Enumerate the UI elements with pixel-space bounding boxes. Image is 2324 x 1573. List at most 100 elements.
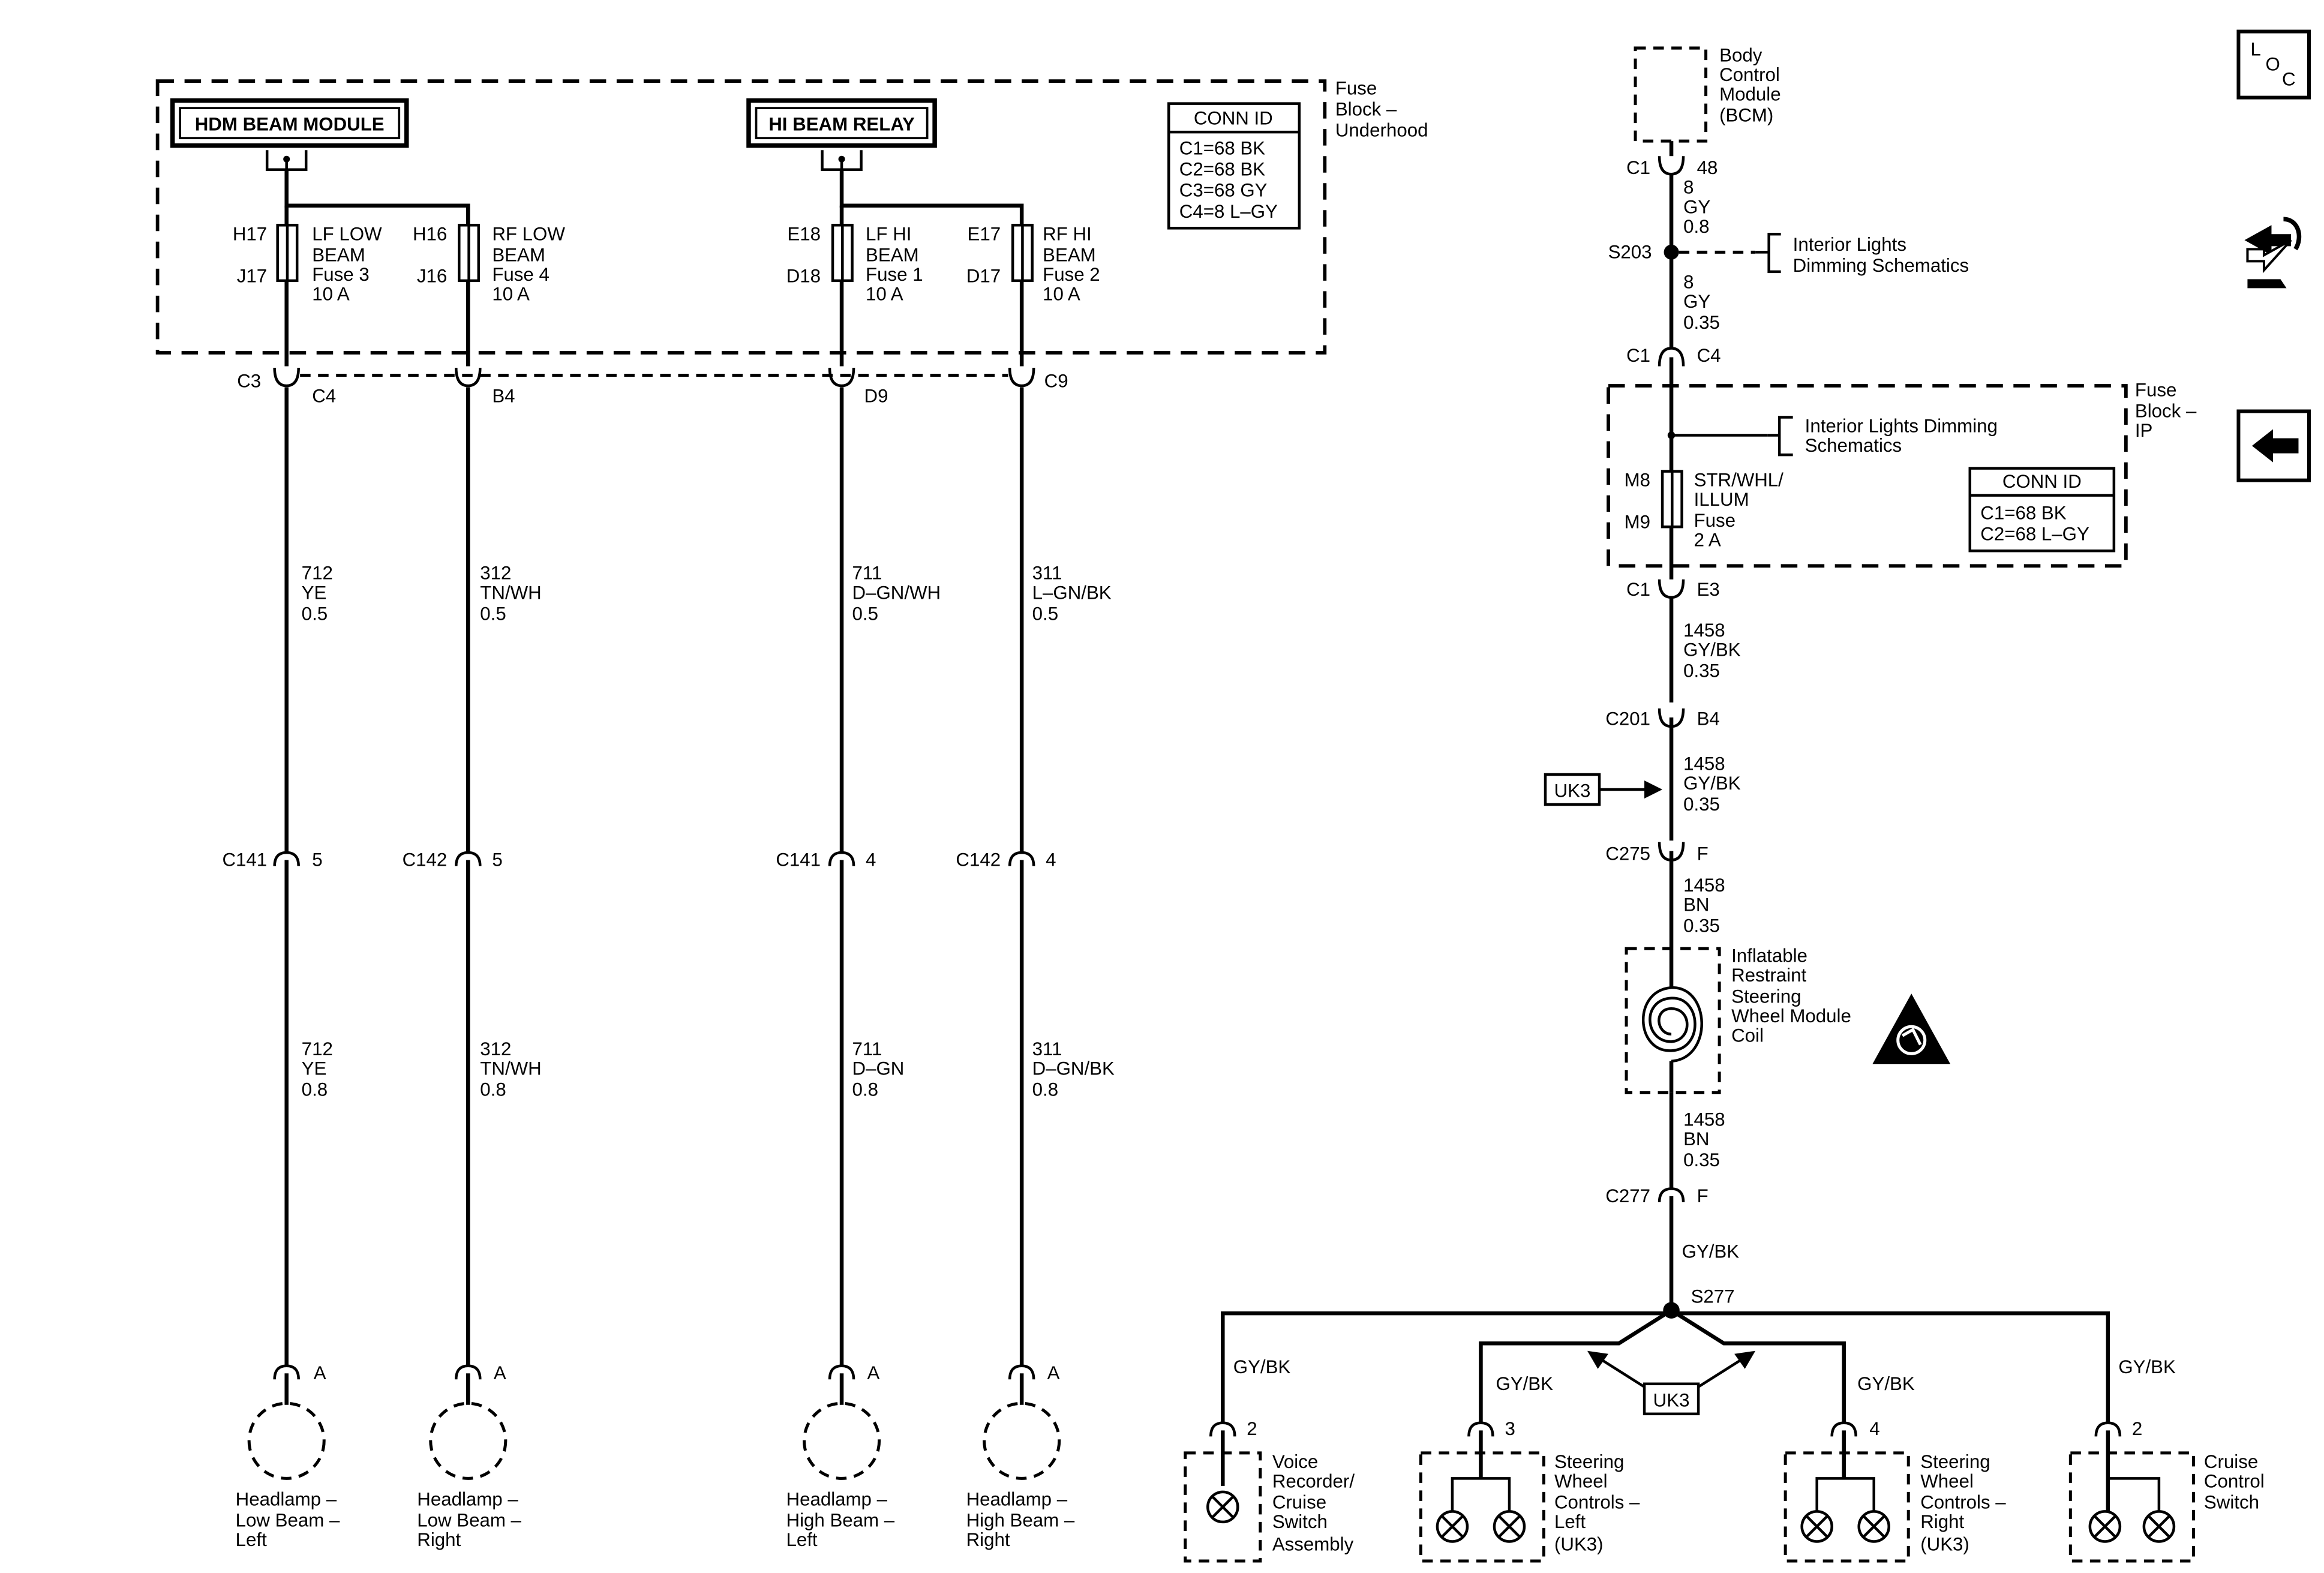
- upper-wire-size: 0.5: [852, 603, 878, 624]
- upper-wire-num: 711: [852, 563, 882, 584]
- lamp-pin: A: [494, 1362, 506, 1383]
- inline-conn: C141: [222, 849, 267, 870]
- inline-conn: C142: [403, 849, 448, 870]
- uk3-option-tag: UK3: [1544, 773, 1663, 806]
- fuse-rf-hi-beam: E17 D17 RF HI BEAM Fuse 2 10 A: [966, 223, 1100, 304]
- trunk-wire4-size: 0.35: [1683, 1149, 1720, 1170]
- lamp-name-1: Headlamp –: [236, 1488, 337, 1509]
- underhood-conn-id-3: C3=68 GY: [1179, 180, 1268, 201]
- load-name-4: Left: [1554, 1511, 1586, 1532]
- coil-name-2: Restraint: [1731, 965, 1806, 986]
- load-name-3: Switch: [2204, 1491, 2259, 1512]
- c3-pin-c4: C4: [312, 386, 336, 407]
- lamp-name-2: High Beam –: [966, 1509, 1075, 1530]
- fuse-name-4: 10 A: [492, 283, 530, 304]
- trunk-wire4-color: BN: [1683, 1128, 1709, 1149]
- load-name-2: Wheel: [1920, 1470, 1974, 1491]
- lamp-name-3: Left: [786, 1529, 818, 1550]
- fuse-name-3: Fuse 1: [866, 264, 923, 285]
- underhood-conn-id-4: C4=8 L–GY: [1179, 201, 1278, 222]
- bcm-conn: C1: [1626, 157, 1650, 178]
- underhood-conn-id: CONN ID C1=68 BK C2=68 BK C3=68 GY C4=8 …: [1167, 102, 1301, 230]
- bcm-name-3: Module: [1719, 84, 1780, 105]
- body-control-module: Body Control Module (BCM): [1634, 45, 1781, 143]
- ip-exit-conn: C1: [1626, 579, 1650, 600]
- c3-pin-b4: B4: [492, 386, 515, 407]
- connector-c3-row: C3 C4 B4 D9 C9: [237, 367, 1068, 407]
- load-name-4: Right: [1920, 1511, 1964, 1532]
- ip-entry-conn: C1: [1626, 345, 1650, 366]
- upper-wire-color: YE: [302, 582, 327, 603]
- load-name-5: (UK3): [1920, 1533, 1969, 1554]
- lower-wire-color: D–GN: [852, 1058, 905, 1079]
- headlamp-circuit-low-left: 712 YE 0.5 C141 5 712 YE 0.8 A Headlamp …: [222, 387, 340, 1550]
- loc-letter-o: O: [2265, 54, 2280, 75]
- upper-wire-color: D–GN/WH: [852, 582, 941, 603]
- fuse-bottom-pin: D17: [966, 265, 1001, 286]
- fuse-name-2: BEAM: [1043, 244, 1096, 265]
- inline-pin: 4: [1046, 849, 1056, 870]
- hi-beam-relay: HI BEAM RELAY: [746, 98, 937, 148]
- bcm-name-4: (BCM): [1719, 105, 1773, 126]
- loc-letter-l: L: [2250, 39, 2260, 60]
- load-wire: GY/BK: [1857, 1373, 1915, 1394]
- load-name-2: Recorder/: [1272, 1470, 1355, 1491]
- loc-letter-c: C: [2282, 69, 2296, 90]
- bcm-wire-size: 0.8: [1683, 216, 1709, 237]
- coil-name-5: Coil: [1731, 1025, 1764, 1046]
- splice-s277: S277 UK3: [1221, 1286, 2110, 1423]
- underhood-title-3: Underhood: [1335, 120, 1428, 141]
- lower-wire-size: 0.8: [1032, 1079, 1058, 1100]
- connector-c3-label: C3: [237, 370, 261, 391]
- fuse-name-1: LF HI: [866, 223, 911, 244]
- uk3-bottom-label: UK3: [1653, 1389, 1690, 1410]
- location-view-icon[interactable]: L O C: [2236, 29, 2311, 100]
- load-pin: 2: [2132, 1418, 2142, 1439]
- fuse-lf-low-beam: H17 J17 LF LOW BEAM Fuse 3 10 A: [233, 223, 382, 304]
- c3-pin-d9: D9: [864, 386, 888, 407]
- bcm-name-2: Control: [1719, 64, 1780, 85]
- load-wire: GY/BK: [1233, 1356, 1291, 1377]
- ip-ref-1: Interior Lights Dimming: [1805, 416, 1998, 437]
- lamp-name-1: Headlamp –: [966, 1488, 1068, 1509]
- lamp-name-2: High Beam –: [786, 1509, 895, 1530]
- lamp-pin: A: [314, 1362, 326, 1383]
- s203-ref-2: Dimming Schematics: [1793, 255, 1969, 276]
- ip-fuse-top-pin: M8: [1625, 470, 1650, 491]
- fuse-name-1: LF LOW: [312, 223, 382, 244]
- c275-pin: F: [1697, 843, 1709, 864]
- lamp-pin: A: [867, 1362, 880, 1383]
- fuse-name-4: 10 A: [312, 283, 350, 304]
- upper-wire-size: 0.5: [480, 603, 506, 624]
- fuse-rf-low-beam: H16 J16 RF LOW BEAM Fuse 4 10 A: [413, 223, 565, 304]
- trunk-wire4-num: 1458: [1683, 1109, 1725, 1130]
- headlamp-high-left-symbol: [803, 1401, 881, 1480]
- fuse-bottom-pin: J16: [417, 265, 447, 286]
- lower-wire-num: 311: [1032, 1038, 1062, 1059]
- load-cruise-control-switch: GY/BK 2 Cruise Control Switch: [2068, 1356, 2265, 1563]
- underhood-title-1: Fuse: [1335, 78, 1377, 99]
- load-name-3: Cruise: [1272, 1491, 1326, 1512]
- module-feed-symbol-right: [821, 150, 863, 171]
- back-arrow-icon[interactable]: [2236, 409, 2311, 482]
- c277-pin: F: [1697, 1185, 1709, 1206]
- bcm-wire-color: GY: [1683, 196, 1710, 217]
- lamp-name-1: Headlamp –: [417, 1488, 518, 1509]
- trunk-wire1-num: 1458: [1683, 620, 1725, 641]
- hdm-beam-module-label: HDM BEAM MODULE: [195, 114, 385, 135]
- s203-wire-num: 8: [1683, 271, 1694, 292]
- upper-wire-num: 312: [480, 563, 511, 584]
- splice-s203: S203 Interior Lights Dimming Schematics …: [1608, 233, 1969, 333]
- fuse-bottom-pin: J17: [237, 265, 267, 286]
- connector-swap-icon[interactable]: [2244, 217, 2302, 289]
- lower-wire-size: 0.8: [852, 1079, 878, 1100]
- load-name-2: Control: [2204, 1470, 2265, 1491]
- lamp-name-3: Right: [966, 1529, 1010, 1550]
- ip-conn-id: CONN ID C1=68 BK C2=68 L–GY: [1968, 467, 2116, 553]
- load-steering-controls-right: GY/BK 4 Steering Wheel Controls – Right …: [1783, 1373, 2006, 1563]
- trunk-wire2-color: GY/BK: [1683, 773, 1741, 794]
- upper-wire-num: 712: [302, 563, 333, 584]
- load-name-5: (UK3): [1554, 1533, 1604, 1554]
- c3-pin-c9: C9: [1044, 370, 1068, 391]
